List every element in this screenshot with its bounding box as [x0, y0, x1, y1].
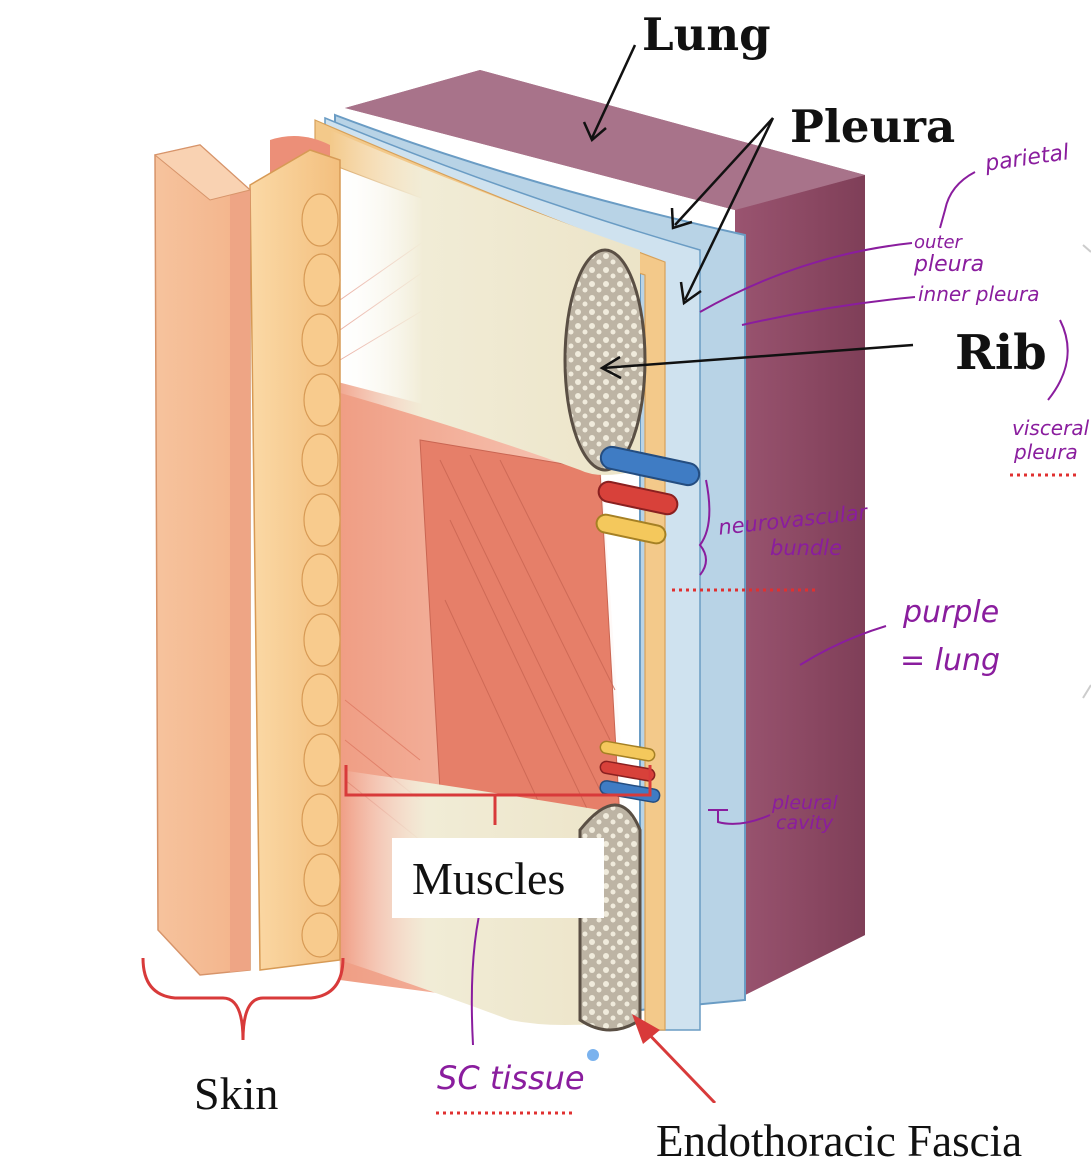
red-dotted-underlines: [436, 473, 1080, 1115]
endothoracic-fascia-label: Endothoracic Fascia: [656, 1116, 1023, 1166]
skin-bracket: [141, 957, 345, 1041]
pleura-arrow-inner-head: [679, 281, 702, 306]
rib-arrow-head: [599, 355, 622, 380]
outer-pleura-stroke: [699, 242, 913, 313]
neurovascular-brace: [698, 479, 711, 576]
pleura-arrow-inner: [683, 117, 775, 301]
fascia-arrow-head: [632, 1014, 660, 1044]
black-pointer-arrows: [582, 44, 914, 380]
rib-arrow: [602, 343, 914, 370]
visceral-pleura-note-1: visceral: [1012, 416, 1090, 440]
rib-label: Rib: [955, 325, 1047, 381]
skin-label-box: Skin: [175, 1053, 312, 1131]
purple-lung-note-2: = lung: [900, 643, 1001, 678]
subcutaneous-fat: [249, 149, 341, 971]
neurovascular-bundle-lower: [599, 740, 661, 803]
purple-lung-note-1: purple: [903, 595, 1000, 630]
outer-pleura-note-2: pleura: [914, 252, 985, 277]
inner-pleura-note: inner pleura: [918, 282, 1040, 306]
muscles-bracket: [344, 765, 652, 797]
lung-label: Lung: [642, 8, 771, 61]
neurovascular-note-2: bundle: [770, 536, 843, 560]
inner-pleura-stroke: [741, 296, 916, 326]
purple-lung-stroke: [799, 625, 887, 666]
edge-chevron-top: [1082, 244, 1091, 253]
upper-rib: [330, 130, 647, 475]
handwritten-strokes: [470, 171, 1069, 1046]
fascia-arrow: [638, 1023, 717, 1105]
lung-arrow-head: [582, 121, 607, 143]
skin-layer: [153, 144, 252, 976]
pleural-cavity-note-1: pleural: [772, 792, 838, 814]
lung-arrow: [590, 44, 637, 139]
sc-tissue-note: SC tissue: [437, 1059, 585, 1097]
outer-pleura-note-1: outer: [914, 232, 962, 253]
visceral-pleura-note-2: pleura: [1014, 440, 1078, 464]
blue-dot: [587, 1049, 599, 1061]
muscles-label: Muscles: [412, 853, 566, 904]
edge-chevron-mid: [1082, 684, 1091, 699]
pleural-cavity-note-2: cavity: [776, 812, 834, 834]
parietal-stroke: [939, 171, 976, 229]
skin-label: Skin: [194, 1068, 279, 1119]
pleura-arrow-outer: [674, 117, 774, 226]
red-brackets: [141, 765, 717, 1105]
pleura-label: Pleura: [790, 100, 956, 153]
visceral-brace: [1047, 319, 1069, 401]
pleural-cavity-stroke: [708, 809, 771, 825]
pleura-arrow-outer-head: [670, 207, 693, 230]
muscles-label-box: Muscles: [392, 838, 604, 918]
neurovascular-bundle-upper: [595, 445, 701, 545]
endothoracic-fascia-label-box: Endothoracic Fascia: [638, 1103, 1091, 1170]
